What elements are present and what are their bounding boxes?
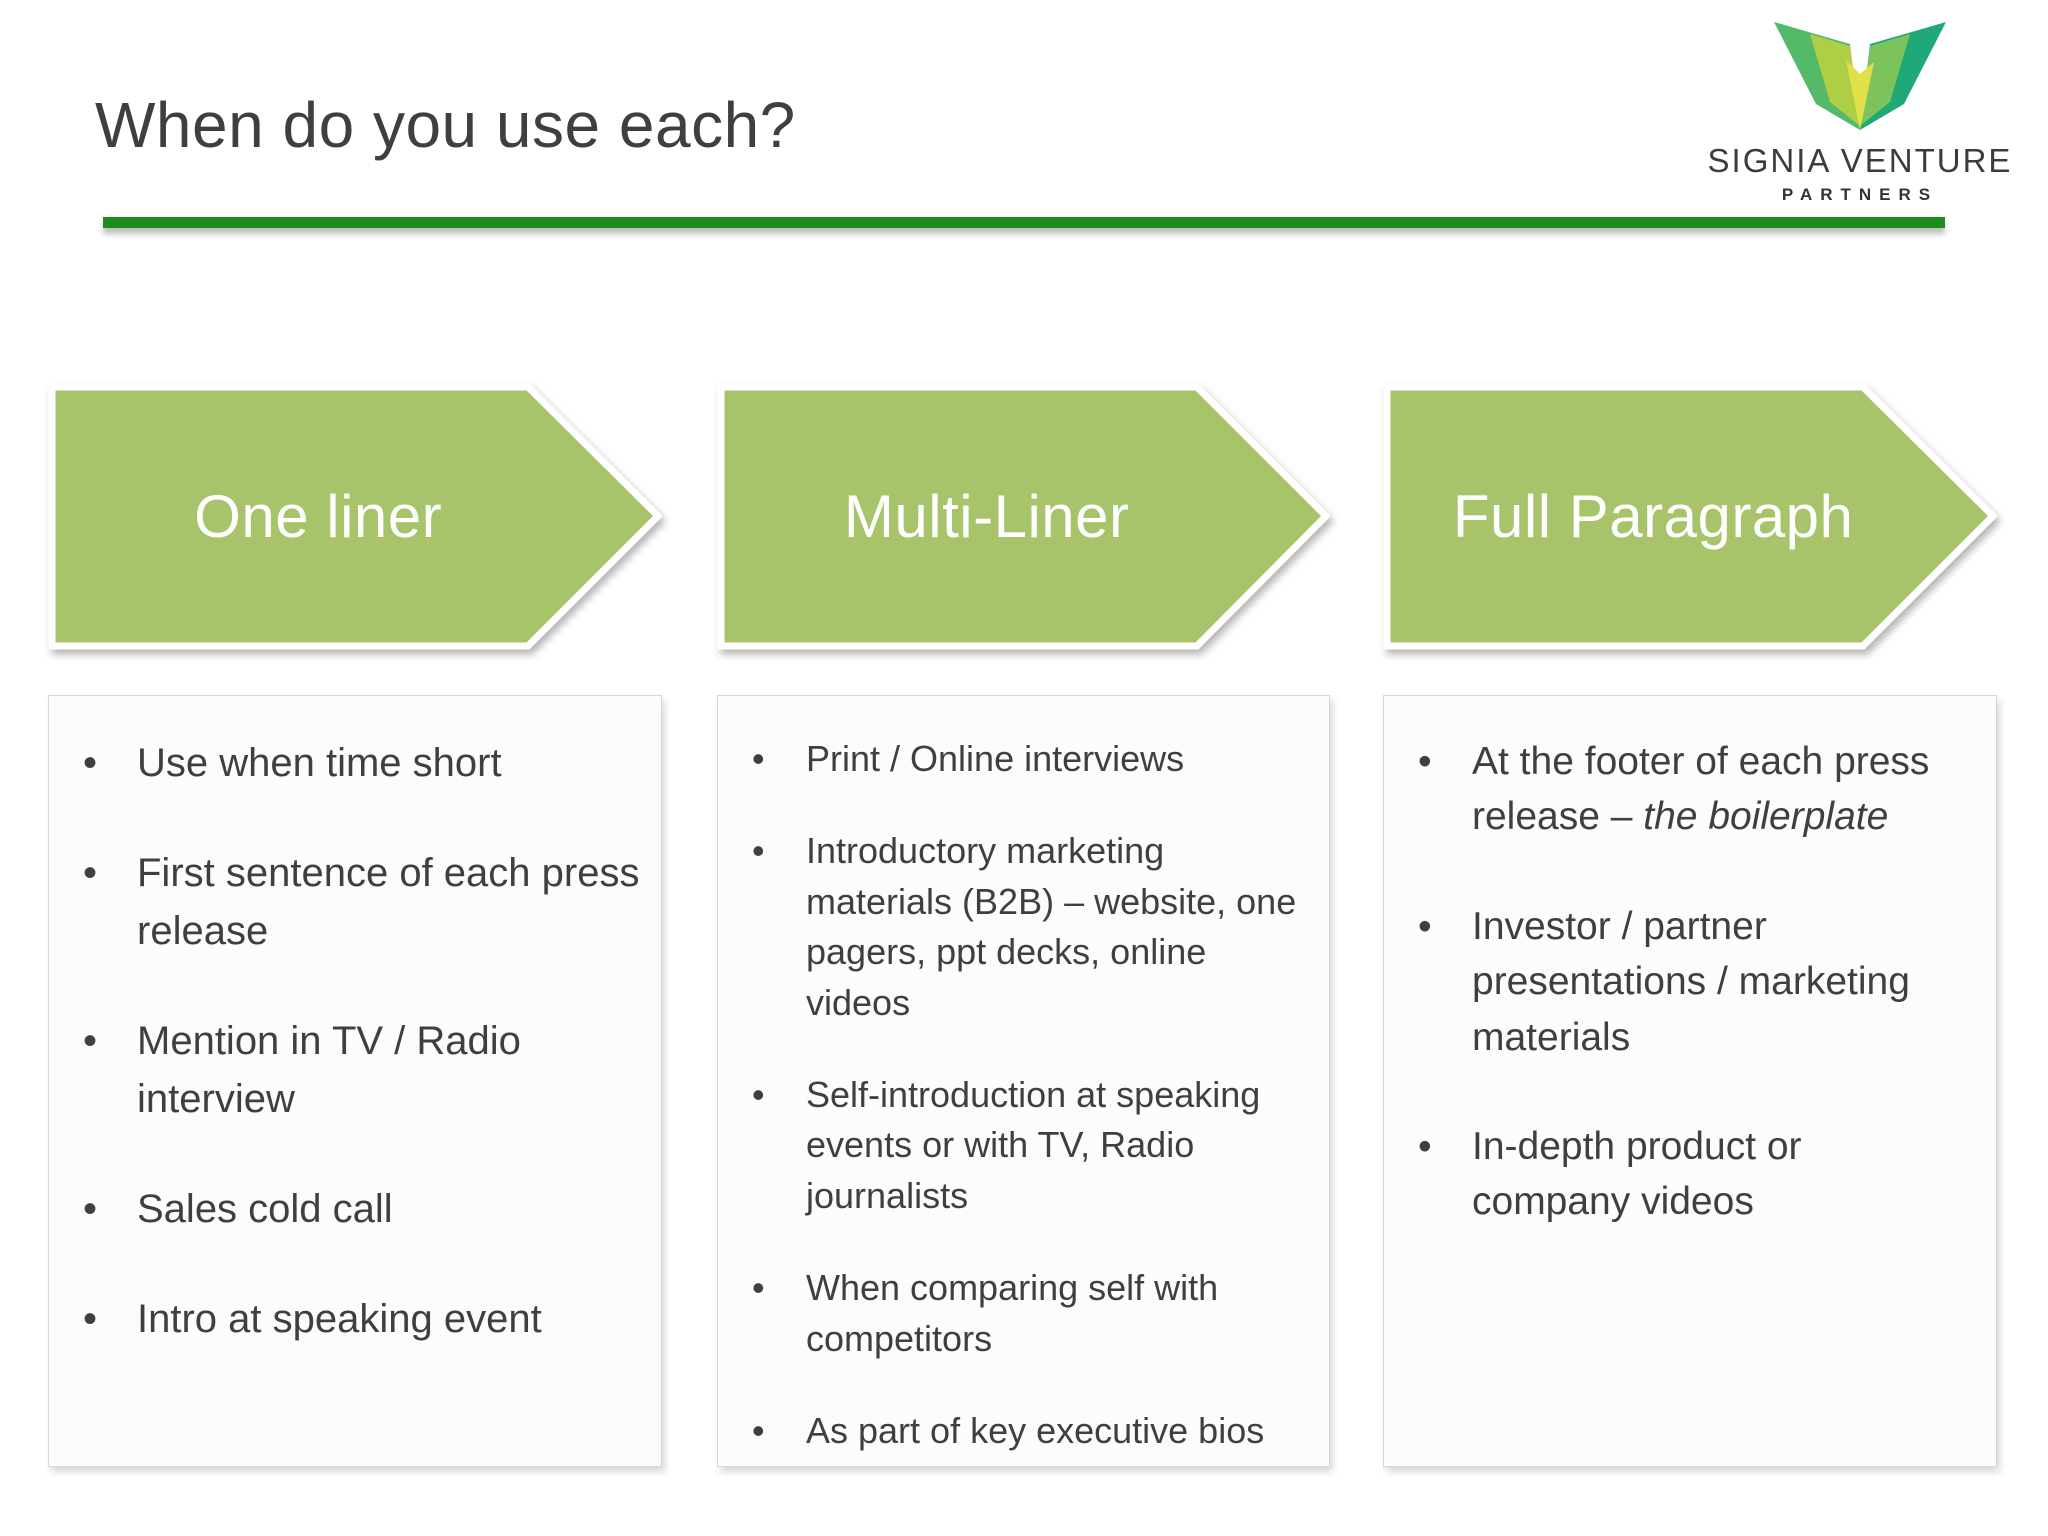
bullet-item: When comparing self with competitors	[748, 1263, 1309, 1364]
page-title: When do you use each?	[95, 89, 796, 161]
arrow-label: Full Paragraph	[1452, 483, 1854, 550]
bullet-item: Introductory marketing materials (B2B) –…	[748, 826, 1309, 1028]
panel-full-paragraph: At the footer of each press release – th…	[1383, 695, 1997, 1467]
bullet-list: Print / Online interviewsIntroductory ma…	[748, 734, 1309, 1457]
arrow-label: One liner	[194, 483, 443, 550]
title-divider	[103, 217, 1945, 228]
bullet-item: In-depth product or company videos	[1414, 1119, 1936, 1230]
bullet-item: Investor / partner presentations / marke…	[1414, 899, 1936, 1065]
bullet-item: Use when time short	[79, 734, 641, 792]
column-one-liner: One liner Use when time shortFirst sente…	[48, 383, 662, 1467]
arrow-multi-liner: Multi-Liner	[717, 383, 1330, 650]
signia-wings-icon	[1774, 22, 1946, 130]
bullet-item: At the footer of each press release – th…	[1414, 734, 1936, 845]
signia-logo: SIGNIA VENTURE PARTNERS	[1700, 22, 2020, 205]
bullet-item: Intro at speaking event	[79, 1290, 641, 1348]
panel-one-liner: Use when time shortFirst sentence of eac…	[48, 695, 662, 1467]
arrow-shape-icon	[1383, 383, 1997, 650]
bullet-item: Mention in TV / Radio interview	[79, 1012, 641, 1128]
bullet-item: As part of key executive bios	[748, 1406, 1309, 1457]
logo-wordmark: SIGNIA VENTURE	[1707, 142, 2013, 179]
bullet-item: Sales cold call	[79, 1180, 641, 1238]
logo-subtext: PARTNERS	[1781, 185, 1939, 204]
arrow-shape-icon	[48, 383, 662, 650]
arrow-full-paragraph: Full Paragraph	[1383, 383, 1997, 650]
bullet-list: Use when time shortFirst sentence of eac…	[79, 734, 641, 1348]
arrow-shape-icon	[717, 383, 1330, 650]
panel-multi-liner: Print / Online interviewsIntroductory ma…	[717, 695, 1330, 1467]
bullet-item: Print / Online interviews	[748, 734, 1309, 785]
arrow-label: Multi-Liner	[843, 483, 1130, 550]
bullet-item: First sentence of each press release	[79, 844, 641, 960]
column-multi-liner: Multi-Liner Print / Online interviewsInt…	[717, 383, 1330, 1467]
bullet-list: At the footer of each press release – th…	[1414, 734, 1936, 1230]
column-full-paragraph: Full Paragraph At the footer of each pre…	[1383, 383, 1997, 1467]
arrow-one-liner: One liner	[48, 383, 662, 650]
bullet-item: Self-introduction at speaking events or …	[748, 1070, 1309, 1221]
